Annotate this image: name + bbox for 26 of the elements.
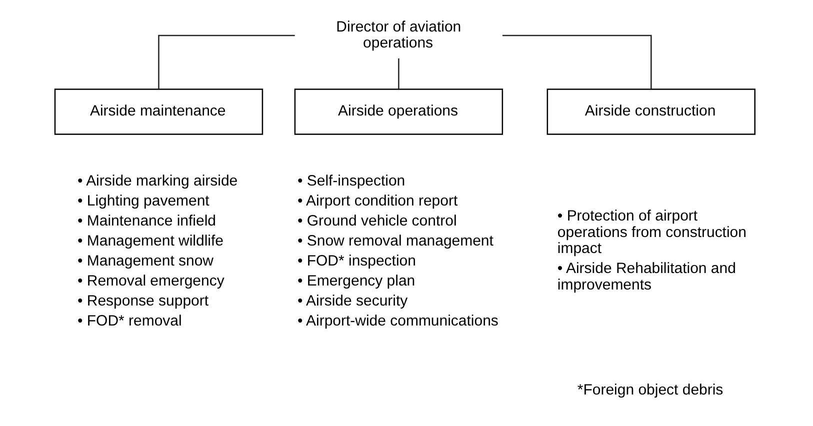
- node-label: • FOD* inspection: [297, 252, 416, 270]
- connector: [158, 34, 295, 89]
- node-label: • Management snow: [77, 252, 214, 270]
- node-box: Airside maintenance: [54, 88, 264, 135]
- node-text: Director of aviation operations: [336, 18, 462, 52]
- node-label: • Lighting pavement: [77, 192, 210, 210]
- node-label: • Ground vehicle control: [297, 212, 457, 230]
- node-label: • Snow removal management: [297, 232, 494, 250]
- node-box: Airside construction: [546, 88, 756, 135]
- node-box: Airside operations: [294, 88, 504, 135]
- node-label: • Airside marking airside: [77, 172, 238, 190]
- node-label: • Removal emergency: [77, 272, 224, 290]
- node-label: • Airport condition report: [297, 192, 458, 210]
- node-label: • Management wildlife: [77, 232, 224, 250]
- node-label: • Response support: [77, 292, 209, 310]
- node-label: • Protection of airport operations from construction impact: [557, 208, 746, 258]
- node-label: • Airside security: [297, 292, 408, 310]
- node-label: • Airside Rehabilitation and improvements: [557, 260, 736, 294]
- node-label: • Airport-wide communications: [297, 312, 498, 330]
- node-label: • FOD* removal: [77, 312, 182, 330]
- node-label: • Self-inspection: [297, 172, 406, 190]
- label: *Foreign object debris: [577, 381, 724, 398]
- node-label: • Emergency plan: [297, 272, 416, 290]
- connector: [502, 34, 652, 89]
- node-label: • Maintenance infield: [77, 212, 216, 230]
- connector: [398, 58, 400, 89]
